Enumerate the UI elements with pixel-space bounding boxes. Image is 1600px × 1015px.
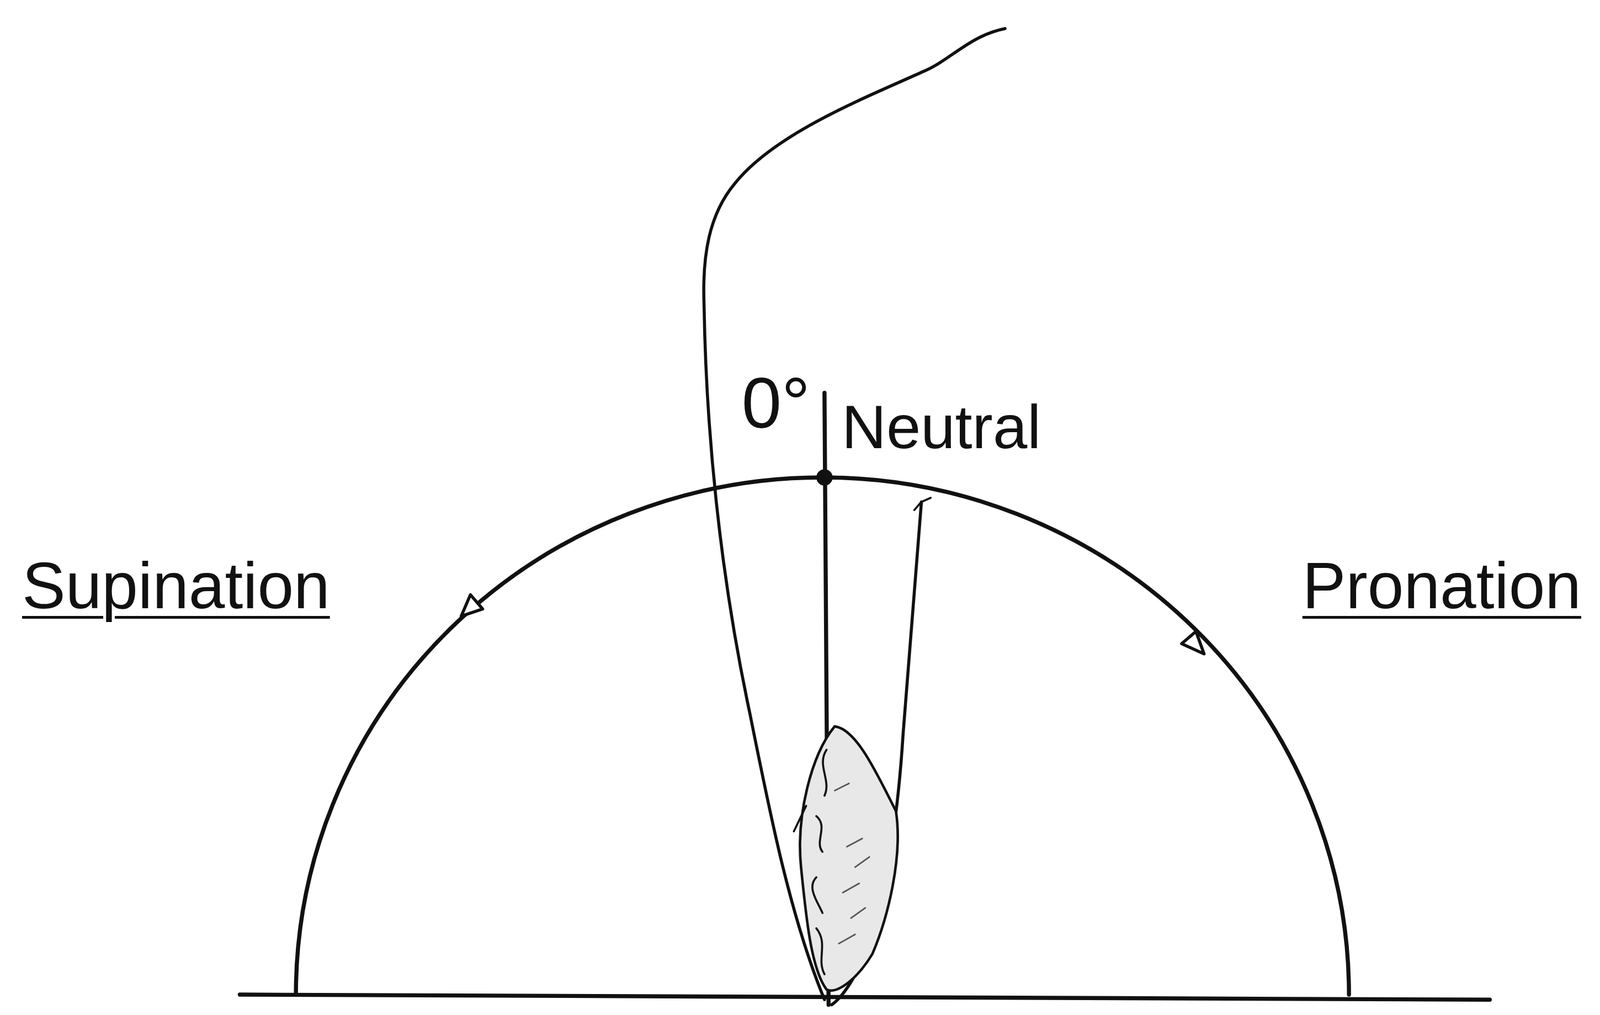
direction-label: Supination [22,553,331,619]
direction-label: Pronation [1302,553,1582,619]
position-label: Neutral [841,396,1041,459]
angle-label: 0° [741,367,811,439]
